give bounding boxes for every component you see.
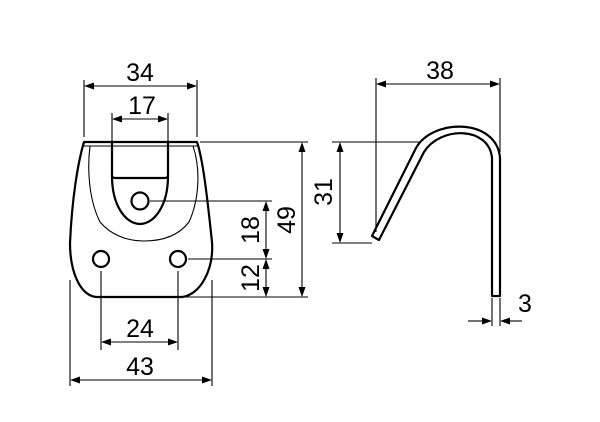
dimension-upper-height: 18: [237, 201, 270, 259]
dim-label-49: 49: [273, 206, 301, 234]
bracket-inner-edge: [88, 145, 199, 242]
side-view: 38 31 3: [310, 57, 532, 326]
right-hole: [168, 249, 188, 269]
dimension-hook-width: 38: [375, 57, 501, 232]
dim-label-34: 34: [126, 59, 154, 87]
hook-profile: [370, 125, 502, 298]
dimension-thickness: 3: [468, 290, 532, 326]
dimension-slot-width: 17: [111, 92, 169, 142]
upper-hole: [130, 191, 150, 211]
dim-label-43: 43: [126, 353, 154, 381]
dimension-base-width: 43: [69, 280, 213, 386]
pocket-outline: [110, 174, 170, 226]
bracket-outline: [68, 140, 214, 299]
dimension-hole-spacing: 24: [100, 271, 179, 350]
left-hole: [91, 249, 111, 269]
front-view: 34 17 24 43: [68, 59, 308, 386]
dim-label-17: 17: [128, 92, 156, 120]
dimension-top-width: 34: [83, 59, 198, 137]
slot-outline: [110, 140, 170, 180]
dimension-hook-height: 31: [310, 141, 420, 244]
dim-label-24: 24: [126, 315, 154, 343]
dim-label-18: 18: [237, 216, 265, 244]
dimension-total-height: 49: [273, 142, 306, 297]
dimension-lower-height: 12: [237, 259, 270, 297]
dim-label-12: 12: [237, 264, 265, 292]
dim-label-38: 38: [426, 57, 454, 85]
dim-label-31: 31: [310, 178, 338, 206]
dim-label-3: 3: [518, 290, 532, 318]
